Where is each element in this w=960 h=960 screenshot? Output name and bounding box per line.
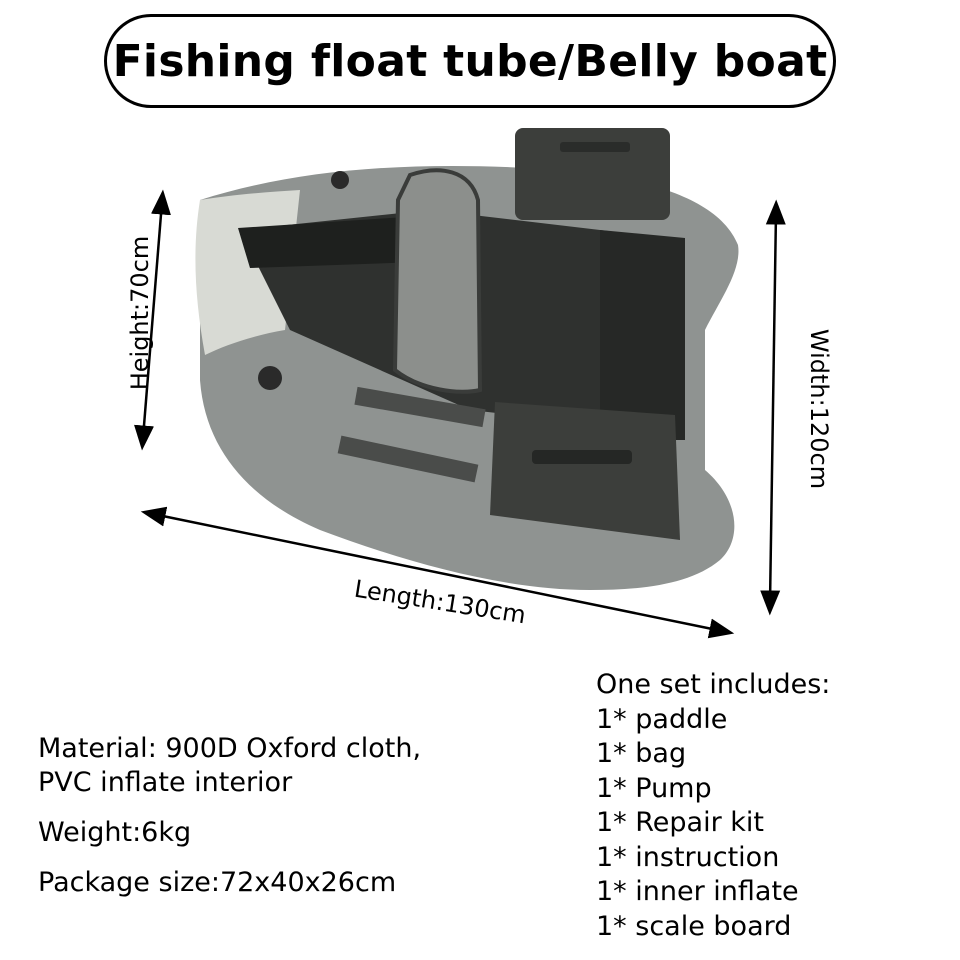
list-item: 1* scale board (596, 910, 792, 942)
list-item: 1* Repair kit (596, 807, 765, 838)
height-arrow (134, 189, 171, 451)
boat-side-wall (600, 230, 685, 440)
boat-top-bag (515, 128, 670, 220)
spec-list: Material: 900D Oxford cloth, PVC inflate… (38, 732, 421, 900)
length-arrow (140, 506, 735, 639)
height-label: Height:70cm (126, 235, 154, 391)
boat-front-bag (490, 402, 680, 540)
boat-backrest (392, 168, 483, 394)
boat-valve (258, 366, 282, 390)
page-title: Fishing float tube/Belly boat (112, 35, 828, 87)
includes-heading: One set includes: (596, 669, 831, 700)
list-item: 1* inner inflate (596, 876, 799, 907)
width-label: Width:120cm (805, 328, 833, 490)
list-item: 1* bag (596, 738, 687, 769)
material-line-2: PVC inflate interior (38, 767, 293, 798)
set-includes-list: One set includes: 1* paddle 1* bag 1* Pu… (596, 668, 830, 944)
list-item: 1* instruction (596, 841, 780, 873)
boat-front-strap (238, 216, 420, 268)
weight-spec: Weight:6kg (38, 817, 192, 848)
material-line-1: Material: 900D Oxford cloth, (38, 733, 422, 764)
list-item: 1* paddle (596, 703, 728, 735)
package-size-spec: Package size:72x40x26cm (38, 867, 397, 898)
title-banner: Fishing float tube/Belly boat (104, 14, 836, 108)
width-arrow (760, 199, 786, 616)
list-item: 1* Pump (596, 772, 712, 804)
